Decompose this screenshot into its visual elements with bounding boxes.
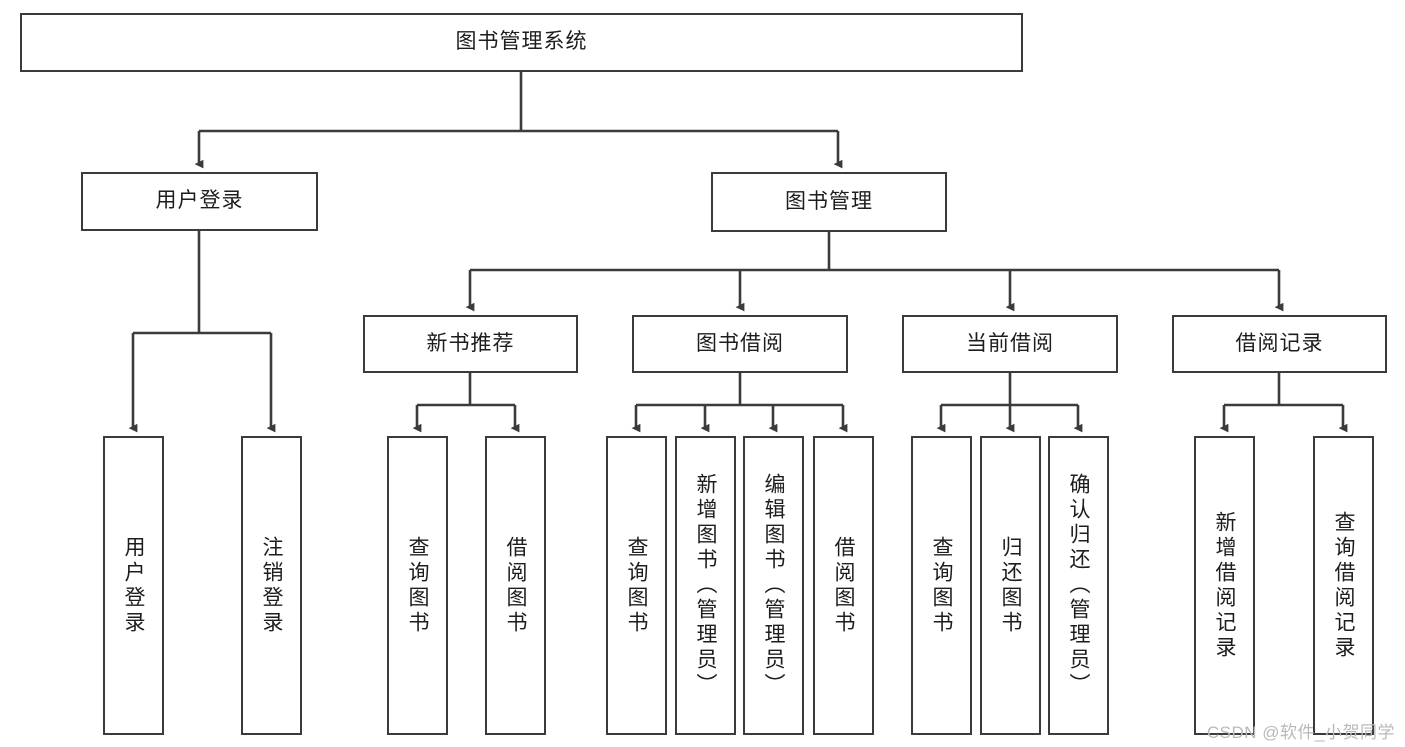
leaf-new-book-borrow[interactable]: 借阅图书 — [485, 436, 546, 735]
node-label: 编辑图书（管理员） — [762, 473, 785, 698]
node-label: 借阅记录 — [1235, 331, 1324, 355]
csdn-watermark: CSDN @软件_小贺同学 — [1206, 723, 1395, 742]
node-label: 图书管理 — [785, 189, 873, 213]
node-book-borrow[interactable]: 图书借阅 — [632, 315, 848, 373]
node-label: 图书借阅 — [696, 331, 784, 355]
leaf-book-borrow-edit-admin[interactable]: 编辑图书（管理员） — [743, 436, 804, 735]
leaf-book-borrow-borrow[interactable]: 借阅图书 — [813, 436, 874, 735]
leaf-current-borrow-confirm-admin[interactable]: 确认归还（管理员） — [1048, 436, 1109, 735]
node-label: 用户登录 — [122, 535, 145, 636]
node-borrow-record[interactable]: 借阅记录 — [1172, 315, 1387, 373]
node-label: 查询图书 — [625, 535, 648, 636]
node-label: 当前借阅 — [966, 331, 1054, 355]
node-root-system[interactable]: 图书管理系统 — [20, 13, 1023, 72]
node-new-book-recommend[interactable]: 新书推荐 — [363, 315, 578, 373]
leaf-current-borrow-return[interactable]: 归还图书 — [980, 436, 1041, 735]
node-label: 注销登录 — [260, 535, 283, 636]
node-label: 查询图书 — [406, 535, 429, 636]
leaf-user-login-login[interactable]: 用户登录 — [103, 436, 164, 735]
leaf-user-login-logout[interactable]: 注销登录 — [241, 436, 302, 735]
node-label: 图书管理系统 — [455, 30, 588, 54]
leaf-borrow-record-add[interactable]: 新增借阅记录 — [1194, 436, 1255, 735]
node-book-management[interactable]: 图书管理 — [711, 172, 947, 232]
leaf-new-book-query[interactable]: 查询图书 — [387, 436, 448, 735]
node-label: 借阅图书 — [832, 535, 855, 636]
node-label: 查询图书 — [930, 535, 953, 636]
node-label: 归还图书 — [999, 535, 1022, 636]
node-label: 新书推荐 — [426, 331, 515, 355]
node-label: 用户登录 — [155, 189, 244, 213]
node-label: 借阅图书 — [504, 535, 527, 636]
node-current-borrow[interactable]: 当前借阅 — [902, 315, 1118, 373]
node-label: 新增图书（管理员） — [694, 473, 717, 698]
leaf-borrow-record-query[interactable]: 查询借阅记录 — [1313, 436, 1374, 735]
leaf-book-borrow-add-admin[interactable]: 新增图书（管理员） — [675, 436, 736, 735]
node-label: 新增借阅记录 — [1213, 510, 1236, 661]
leaf-book-borrow-query[interactable]: 查询图书 — [606, 436, 667, 735]
node-user-login[interactable]: 用户登录 — [81, 172, 318, 231]
leaf-current-borrow-query[interactable]: 查询图书 — [911, 436, 972, 735]
node-label: 查询借阅记录 — [1332, 510, 1355, 661]
node-label: 确认归还（管理员） — [1067, 473, 1090, 698]
